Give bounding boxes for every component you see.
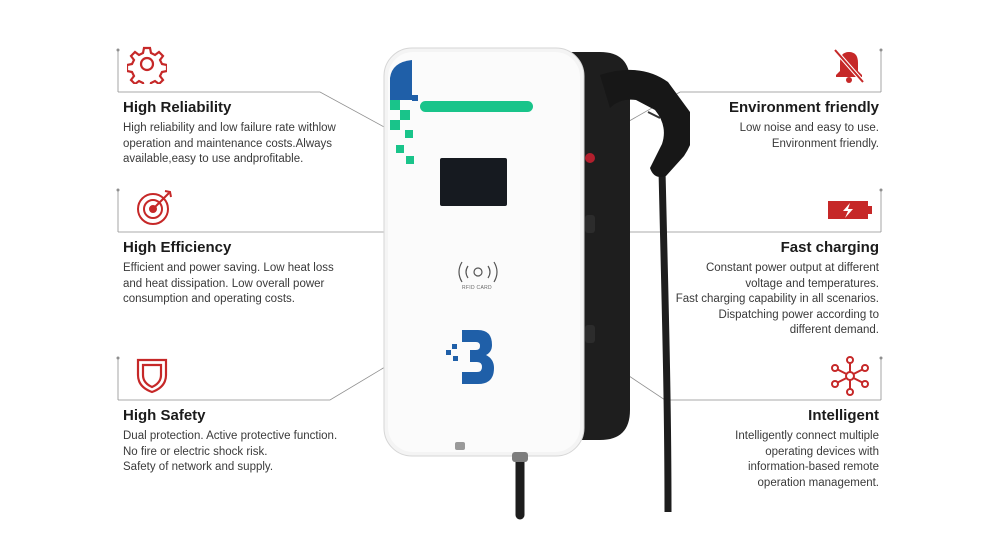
feature-title: High Efficiency: [123, 239, 232, 256]
rfid-card-label: RFID CARD: [462, 285, 492, 291]
network-nodes-icon: [830, 356, 870, 396]
feature-description: Efficient and power saving. Low heat los…: [123, 262, 334, 305]
gear-icon: [127, 44, 167, 84]
feature-description: Dual protection. Active protective funct…: [123, 430, 338, 473]
status-light-bar: [420, 101, 533, 112]
muted-bell-icon: [829, 46, 869, 86]
feature-title: Intelligent: [808, 407, 879, 424]
feature-title: High Reliability: [123, 99, 232, 116]
brand-logo: [446, 330, 494, 384]
feature-high-safety: High Safety Dual protection. Active prot…: [123, 407, 373, 476]
feature-title: High Safety: [123, 407, 206, 424]
feature-high-reliability: High Reliability High reliability and lo…: [123, 99, 373, 168]
rfid-icon: [458, 261, 498, 283]
feature-description: Intelligently connect multiple operating…: [735, 430, 879, 489]
feature-environment-friendly: Environment friendly Low noise and easy …: [619, 99, 879, 152]
target-icon: [135, 187, 175, 227]
feature-description: High reliability and low failure rate wi…: [123, 122, 336, 165]
feature-intelligent: Intelligent Intelligently connect multip…: [619, 407, 879, 491]
feature-title: Environment friendly: [728, 99, 879, 116]
battery-charging-icon: [826, 190, 874, 230]
side-cable: [658, 169, 672, 513]
feature-fast-charging: Fast charging Constant power output at d…: [619, 239, 879, 339]
display-screen: [440, 158, 507, 206]
shield-icon: [132, 355, 172, 395]
pixel-pattern: [390, 60, 418, 164]
feature-description: Low noise and easy to use. Environment f…: [739, 122, 879, 150]
emergency-button: [585, 153, 595, 163]
feature-description: Constant power output at different volta…: [675, 262, 879, 336]
feature-title: Fast charging: [780, 239, 879, 256]
charging-connector: [600, 69, 690, 177]
ev-charger-illustration: [383, 47, 690, 520]
feature-high-efficiency: High Efficiency Efficient and power savi…: [123, 239, 373, 308]
